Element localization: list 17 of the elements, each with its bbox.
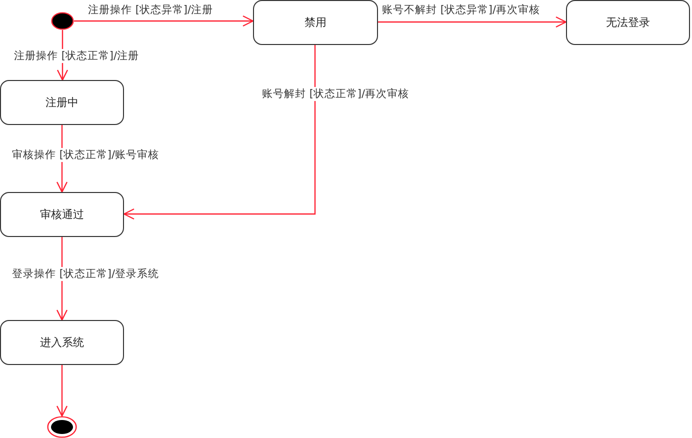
transition-arrow bbox=[123, 45, 316, 220]
final-state bbox=[47, 416, 77, 438]
state-box: 进入系统 bbox=[0, 320, 124, 365]
transition-label: 账号不解封 [状态异常]/再次审核 bbox=[381, 3, 542, 17]
state-box: 注册中 bbox=[0, 80, 124, 125]
state-box: 禁用 bbox=[253, 0, 378, 45]
state-box: 审核通过 bbox=[0, 192, 124, 237]
transition-arrow bbox=[378, 16, 567, 28]
transition-label: 注册操作 [状态正常]/注册 bbox=[13, 49, 140, 63]
transition-label: 登录操作 [状态正常]/登录系统 bbox=[11, 267, 160, 281]
transition-arrow bbox=[74, 15, 254, 27]
state-box: 无法登录 bbox=[566, 0, 690, 45]
transition-label: 审核操作 [状态正常]/账号审核 bbox=[11, 148, 160, 162]
transition-label: 注册操作 [状态异常]/注册 bbox=[87, 3, 214, 17]
transition-arrow bbox=[56, 365, 68, 417]
initial-state bbox=[51, 12, 74, 30]
transition-label: 账号解封 [状态正常]/再次审核 bbox=[261, 87, 410, 101]
